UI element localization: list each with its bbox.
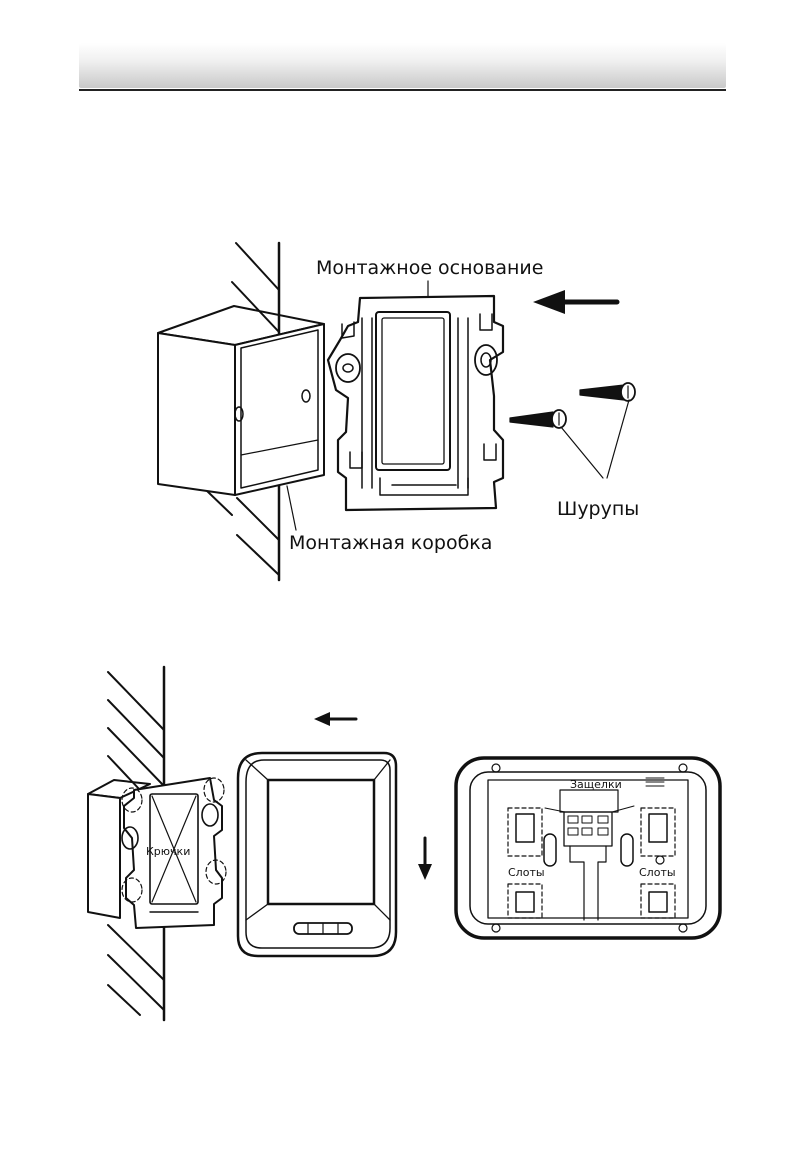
label-slots-left: Слоты [508, 866, 545, 879]
page-header-bar [79, 43, 726, 88]
screw-lower-icon [509, 409, 567, 429]
label-mounting-plate: Монтажное основание [316, 257, 543, 279]
figure-mounting-plate-installation: Монтажное основание Шурупы Монтажная кор… [157, 241, 639, 582]
screw-upper-icon [579, 382, 636, 402]
figure-monitor-mounting: Крючки [87, 665, 722, 1022]
mounting-plate [326, 280, 505, 512]
box-callout-line [286, 485, 297, 531]
screws-callout-lines [560, 399, 630, 479]
speaker-grille-icon [645, 777, 665, 787]
label-mounting-box: Монтажная коробка [289, 532, 492, 554]
mounting-box [157, 305, 325, 496]
label-hooks: Крючки [146, 845, 190, 858]
arrow-left-icon [533, 290, 620, 314]
label-latches: Защелки [570, 778, 622, 791]
mounting-box-small [87, 779, 151, 919]
arrow-left-small-icon [314, 712, 358, 726]
monitor-front-view [236, 751, 398, 958]
monitor-back-view: Защелки Слоты Слоты [454, 756, 722, 940]
label-slots-right: Слоты [639, 866, 676, 879]
header-rule [79, 89, 726, 91]
arrow-down-icon [418, 836, 432, 880]
label-screws: Шурупы [557, 498, 639, 520]
mounting-plate-with-hooks: Крючки [121, 777, 227, 929]
